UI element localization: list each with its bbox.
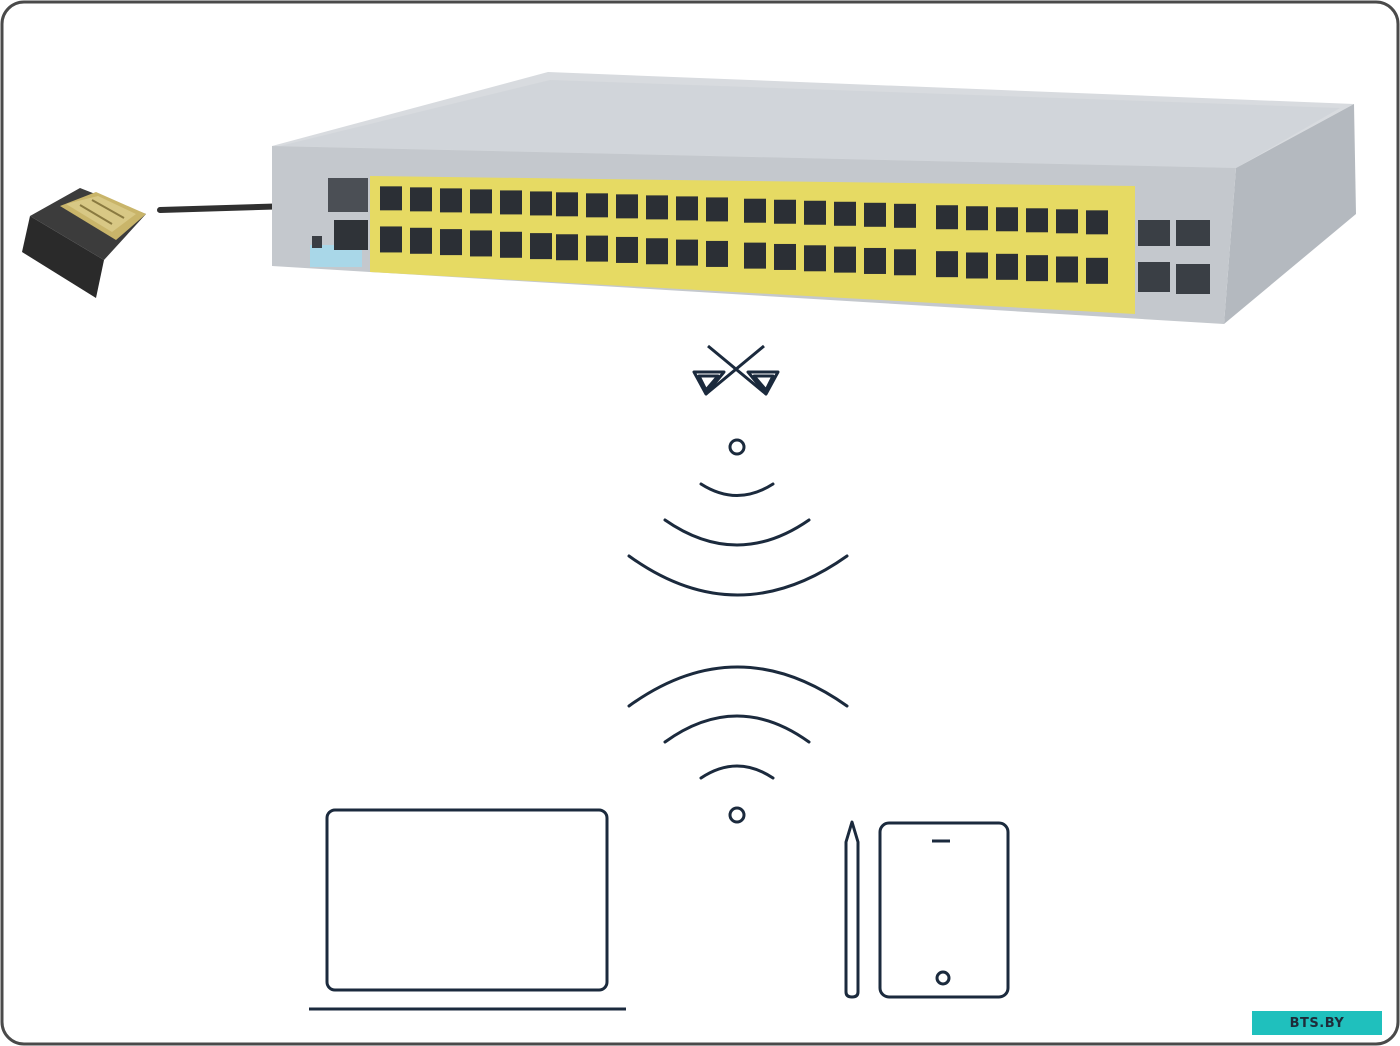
laptop-icon — [309, 808, 626, 1011]
ethernet-port — [834, 246, 856, 273]
ethernet-port — [380, 186, 402, 211]
ethernet-port — [774, 243, 796, 270]
ethernet-port — [706, 197, 728, 222]
ethernet-port — [470, 189, 492, 214]
ethernet-port — [1056, 256, 1078, 283]
ethernet-port — [676, 239, 698, 266]
ethernet-port — [470, 230, 492, 257]
ethernet-port — [706, 240, 728, 267]
ports-top-row — [380, 186, 1108, 235]
ethernet-port — [1026, 255, 1048, 282]
stylus-icon — [844, 820, 860, 999]
ethernet-port — [996, 253, 1018, 280]
ethernet-port — [556, 192, 578, 217]
bluetooth-icon — [692, 344, 780, 396]
ethernet-port — [646, 195, 668, 220]
ethernet-port — [646, 238, 668, 265]
ethernet-port — [834, 201, 856, 226]
ethernet-port — [894, 203, 916, 228]
signal-waves-down-icon — [627, 438, 849, 597]
ethernet-port — [530, 233, 552, 260]
ethernet-port — [744, 198, 766, 223]
ethernet-port — [936, 251, 958, 278]
ethernet-port — [586, 235, 608, 262]
ports-bottom-row — [380, 226, 1108, 284]
ethernet-port — [676, 196, 698, 221]
ethernet-port — [774, 199, 796, 224]
ethernet-port — [1086, 210, 1108, 235]
network-switch — [272, 72, 1356, 324]
ethernet-port — [804, 200, 826, 225]
ethernet-port — [744, 242, 766, 269]
ethernet-port — [586, 193, 608, 218]
ethernet-port — [410, 187, 432, 212]
signal-waves-up-icon — [627, 665, 849, 824]
ethernet-port — [616, 236, 638, 263]
ethernet-port — [1026, 208, 1048, 233]
ethernet-port — [500, 231, 522, 258]
ethernet-port — [500, 190, 522, 215]
ethernet-port — [440, 229, 462, 256]
ethernet-port — [894, 249, 916, 276]
ethernet-port — [936, 205, 958, 230]
usb-dongle-icon — [22, 188, 146, 298]
ethernet-port — [616, 194, 638, 219]
watermark-logo: BTS.BY — [1252, 1011, 1382, 1035]
ethernet-port — [864, 247, 886, 274]
ethernet-port — [864, 202, 886, 227]
tablet-icon — [878, 821, 1010, 999]
ethernet-port — [530, 191, 552, 216]
ethernet-port — [440, 188, 462, 213]
ethernet-port — [1086, 257, 1108, 284]
ethernet-port — [804, 245, 826, 272]
ethernet-port — [966, 252, 988, 279]
ethernet-port — [966, 206, 988, 231]
ethernet-port — [380, 226, 402, 253]
ethernet-port — [996, 207, 1018, 232]
ethernet-port — [1056, 209, 1078, 234]
ethernet-port — [556, 234, 578, 261]
ethernet-port — [410, 227, 432, 254]
